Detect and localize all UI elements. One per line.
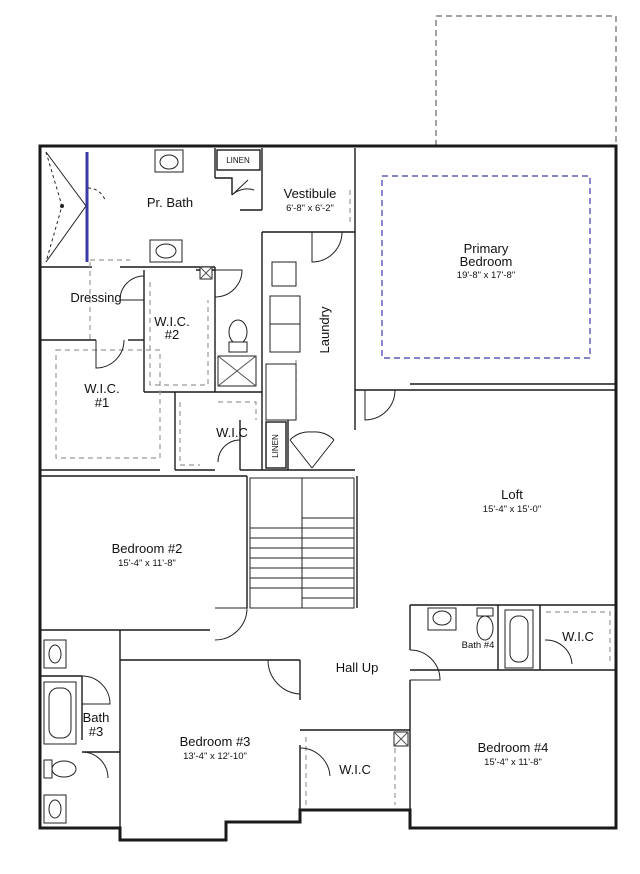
room-label-vestibule: Vestibule xyxy=(284,186,337,201)
room-label-wic-right: W.I.C xyxy=(562,629,594,644)
room-label-bedroom4: Bedroom #4 xyxy=(478,740,549,755)
room-label-wic2-2: #2 xyxy=(165,327,179,342)
utility-sink-icon xyxy=(271,261,297,287)
room-label-bedroom2: Bedroom #2 xyxy=(112,541,183,556)
shower xyxy=(45,151,106,263)
room-label-wic-bottom: W.I.C xyxy=(339,762,371,777)
exterior-dashed-area xyxy=(435,15,617,146)
room-label-dressing: Dressing xyxy=(70,290,121,305)
room-label-pr-bath: Pr. Bath xyxy=(147,195,193,210)
room-label-wic2-1: W.I.C. xyxy=(154,314,189,329)
exterior-walls xyxy=(38,144,618,842)
toilet-icon xyxy=(476,607,494,641)
washer-icon xyxy=(269,295,301,325)
dryer-icon xyxy=(269,323,301,353)
toilet-icon xyxy=(228,319,248,353)
room-label-loft: Loft xyxy=(501,487,523,502)
room-label-bath3-1: Bath xyxy=(83,710,110,725)
room-label-wic1-1: W.I.C. xyxy=(84,381,119,396)
room-label-linen-mid: LINEN xyxy=(271,434,280,458)
room-dim-bedroom3: 13'-4" x 12'-10" xyxy=(183,751,247,762)
room-label-laundry: Laundry xyxy=(317,306,332,353)
room-dim-loft: 15'-4" x 15'-0" xyxy=(483,504,541,515)
room-label-wic-mid: W.I.C xyxy=(216,425,248,440)
room-labels: Pr. Bath LINEN Vestibule 6'-8" x 6'-2" P… xyxy=(70,156,594,777)
room-label-primary-bedroom-2: Bedroom xyxy=(460,254,513,269)
room-label-bedroom3: Bedroom #3 xyxy=(180,734,251,749)
room-dim-vestibule: 6'-8" x 6'-2" xyxy=(286,203,334,214)
door-swings xyxy=(81,179,573,779)
bathroom-fixtures xyxy=(43,149,534,824)
dashed-shelving xyxy=(55,190,611,805)
toilet-icon xyxy=(43,759,77,779)
room-label-bath3-2: #3 xyxy=(89,724,103,739)
staircase xyxy=(249,477,355,609)
room-dim-primary-bedroom: 19'-8" x 17'-8" xyxy=(457,270,515,281)
interior-walls xyxy=(40,148,616,828)
room-label-wic1-2: #1 xyxy=(95,395,109,410)
linen-closets xyxy=(216,149,287,469)
tray-ceiling-outline xyxy=(381,175,591,359)
room-label-hall-up: Hall Up xyxy=(336,660,379,675)
room-dim-bedroom2: 15'-4" x 11'-8" xyxy=(118,558,176,569)
room-label-bath4: Bath #4 xyxy=(462,640,495,651)
room-label-linen-top: LINEN xyxy=(226,156,250,165)
room-label-primary-bedroom-1: Primary xyxy=(464,241,509,256)
room-dim-bedroom4: 15'-4" x 11'-8" xyxy=(484,757,542,768)
